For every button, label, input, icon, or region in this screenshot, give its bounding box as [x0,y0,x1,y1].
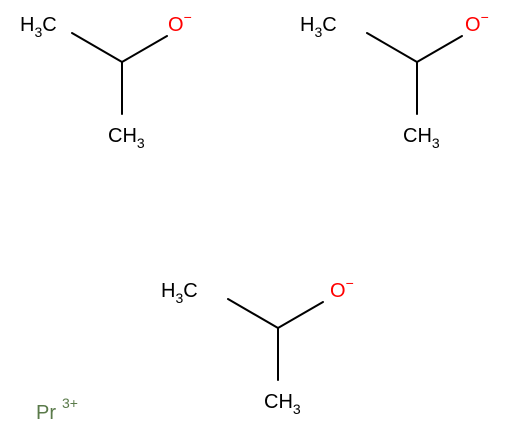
isopropoxide-3: H3C O− CH3 [161,275,354,417]
bond-ch-oxygen [416,35,463,63]
bond-ch-oxygen [121,35,168,63]
bond-methyl-ch [366,32,418,63]
bond-methyl-ch [227,298,279,329]
isopropoxide-2: H3C O− CH3 [300,9,489,151]
methyl-bottom-label: CH3 [403,125,440,151]
methyl-top-label: H3C [300,14,337,40]
bond-ch-oxygen [277,301,324,329]
methyl-top-label: H3C [20,14,57,40]
methyl-bottom-label: CH3 [264,391,301,417]
methyl-top-label: H3C [161,280,198,306]
oxygen-label: O− [465,9,489,36]
bond-methyl-ch [71,32,123,63]
methyl-bottom-label: CH3 [108,125,145,151]
oxygen-label: O− [330,275,354,302]
oxygen-label: O− [168,9,192,36]
isopropoxide-1: H3C O− CH3 [20,9,192,151]
